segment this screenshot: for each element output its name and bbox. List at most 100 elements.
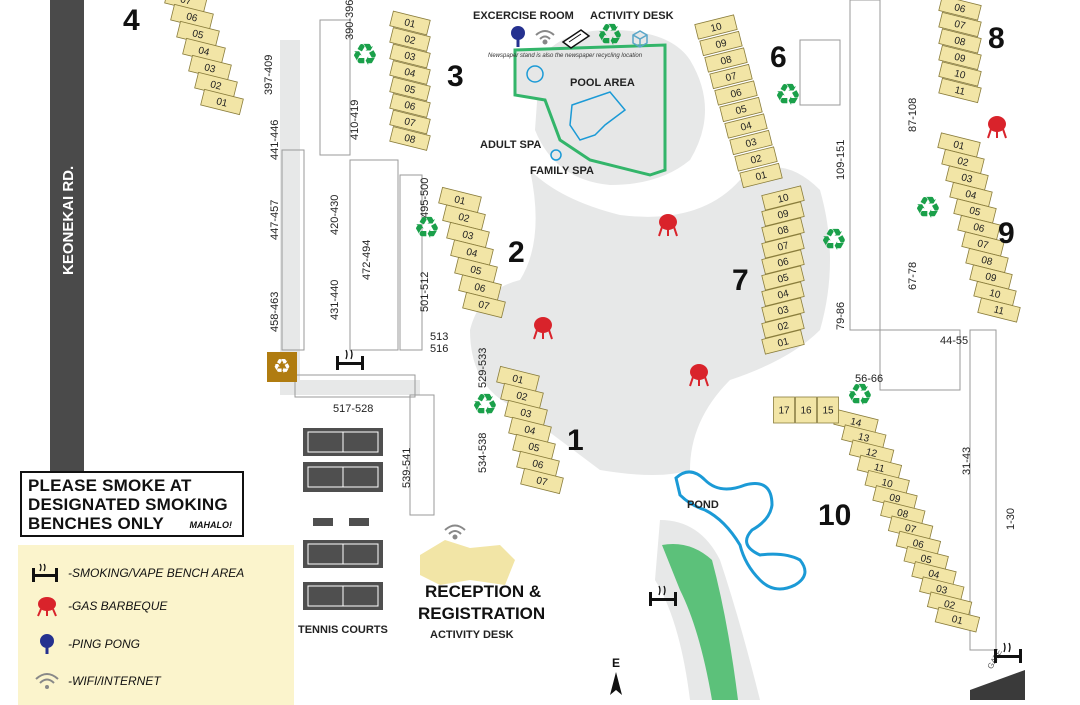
ping-pong-icon: [511, 26, 525, 47]
wifi-icon: [35, 673, 59, 689]
adult-spa-label: ADULT SPA: [480, 139, 541, 151]
unit-number: 04: [777, 288, 791, 301]
legend-item-bbq: -GAS BARBEQUE: [26, 595, 167, 617]
range-529-533: 529-533: [477, 348, 489, 388]
unit-number: 06: [953, 2, 967, 15]
unit-block: 05: [719, 96, 763, 123]
unit-block: 11: [977, 297, 1021, 323]
unit-number: 07: [953, 19, 967, 32]
legend-label: -SMOKING/VAPE BENCH AREA: [68, 566, 245, 580]
legend-item-wifi: -WIFI/INTERNET: [26, 670, 161, 692]
unit-block: 08: [704, 47, 748, 73]
smoking-notice-line3: BENCHES ONLY: [28, 514, 164, 533]
newspaper-icon: [561, 29, 591, 49]
smoking-notice-line1: PLEASE SMOKE AT: [28, 476, 192, 495]
bbq-icon: [533, 317, 553, 340]
unit-block: 04: [389, 60, 431, 85]
range-513: 513: [430, 331, 448, 343]
range-516: 516: [430, 343, 448, 355]
range-56-66: 56-66: [855, 373, 883, 385]
unit-block: 06: [389, 93, 431, 118]
unit-block: 04: [761, 281, 805, 307]
tennis-courts: [303, 428, 383, 610]
unit-block: 06: [938, 0, 982, 21]
recycle-dropoff-icon: ♻: [267, 352, 297, 382]
unit-number: 03: [519, 407, 533, 420]
unit-block: 08: [389, 126, 431, 151]
unit-number: 07: [403, 116, 417, 129]
building-3-label: 3: [447, 60, 464, 93]
unit-number: 05: [735, 104, 749, 117]
buildings: 0102030405060701020304050607010203040506…: [164, 0, 1021, 633]
mahalo-text: MAHALO!: [189, 520, 233, 530]
range-517-528: 517-528: [333, 403, 373, 415]
unit-number: 02: [750, 153, 764, 166]
newspaper-note: Newspaper stand is also the newspaper re…: [488, 53, 643, 59]
range-109-151: 109-151: [835, 140, 847, 180]
unit-number: 16: [800, 406, 812, 417]
bbq-icon: [987, 116, 1007, 139]
unit-number: 17: [778, 406, 790, 417]
range-495-500: 495-500: [419, 178, 431, 218]
range-397-409: 397-409: [263, 55, 275, 95]
map-legend: -SMOKING/VAPE BENCH AREA -GAS BARBEQUE -…: [18, 545, 294, 705]
unit-block: 09: [938, 44, 982, 71]
unit-block: 04: [508, 416, 552, 444]
wifi-icon: [444, 524, 466, 540]
unit-number: 11: [953, 85, 966, 98]
activity-desk-top-label: ACTIVITY DESK: [590, 10, 674, 22]
unit-number: 07: [777, 240, 791, 253]
range-501-512: 501-512: [419, 272, 431, 312]
smoking-bench-icon: [336, 349, 364, 370]
unit-number: 09: [777, 208, 791, 221]
recycle-icon: ♻: [847, 378, 874, 413]
smoking-bench-icon: [32, 563, 58, 582]
unit-block: 17: [773, 396, 795, 424]
bbq-icon: [689, 364, 709, 387]
range-79-86: 79-86: [835, 302, 847, 330]
recycle-icon: ♻: [352, 38, 379, 73]
legend-label: -WIFI/INTERNET: [68, 674, 161, 688]
range-44-55: 44-55: [940, 335, 968, 347]
unit-block: 10: [973, 280, 1017, 307]
recycle-icon: ♻: [915, 191, 942, 226]
recycle-icon: ♻: [597, 18, 624, 53]
unit-block: 08: [761, 217, 805, 243]
legend-label: -PING PONG: [68, 637, 141, 651]
range-458-463: 458-463: [269, 292, 281, 332]
road-name: KEONEKAI RD.: [60, 166, 77, 275]
building-10-label: 10: [818, 499, 851, 532]
unit-block: 06: [170, 3, 214, 31]
building-1-label: 1: [567, 424, 584, 457]
unit-block: 03: [188, 54, 232, 82]
unit-block: 01: [739, 162, 783, 189]
compass: E: [610, 656, 622, 695]
unit-number: 08: [403, 133, 417, 146]
unit-number: 05: [527, 441, 541, 454]
gate-corner: [970, 670, 1025, 700]
unit-number: 10: [988, 288, 1002, 301]
smoking-notice: PLEASE SMOKE AT DESIGNATED SMOKING BENCH…: [20, 471, 244, 537]
unit-number: 05: [469, 264, 483, 277]
unit-block: 07: [389, 109, 431, 135]
unit-block: 10: [761, 185, 805, 211]
unit-block: 09: [699, 30, 743, 57]
unit-number: 05: [403, 83, 417, 96]
unit-number: 02: [777, 320, 791, 333]
unit-block: 02: [500, 382, 544, 410]
range-labels: 397-409 441-446 447-457 458-463 390-396 …: [263, 0, 1017, 530]
unit-number: 01: [215, 96, 229, 109]
unit-number: 03: [403, 50, 417, 63]
unit-number: 02: [209, 79, 223, 92]
range-447-457: 447-457: [269, 200, 281, 240]
range-431-440: 431-440: [329, 280, 341, 320]
recycle-icon: ♻: [414, 211, 441, 246]
unit-number: 06: [185, 11, 199, 24]
building-7-label: 7: [732, 264, 749, 297]
unit-block: 16: [795, 396, 817, 424]
unit-number: 15: [822, 406, 834, 417]
unit-block: 07: [709, 63, 753, 90]
unit-block: 03: [945, 165, 989, 191]
recycle-icons: ♻♻♻♻♻♻♻♻: [352, 18, 942, 423]
unit-block: 01: [496, 365, 540, 393]
